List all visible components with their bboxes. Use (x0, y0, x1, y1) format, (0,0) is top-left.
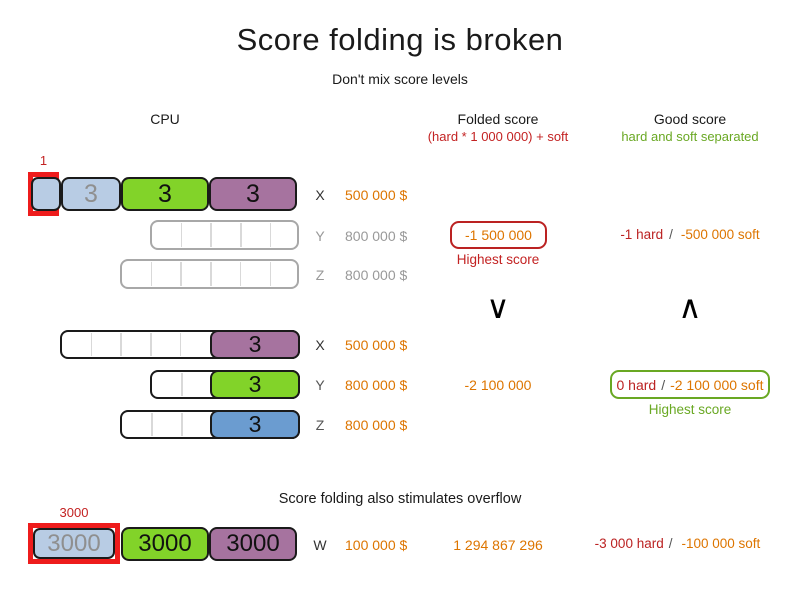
cell-divider (180, 223, 182, 247)
cell-divider (179, 333, 182, 356)
good-score-box-group2: 0 hard / -2 100 000 soft (610, 370, 770, 399)
highlight-annotation-1: 1 (39, 153, 48, 168)
column-header-good-score: Good score (653, 111, 727, 127)
cell-divider (181, 413, 183, 436)
cpu1-z-cost: 800 000 $ (345, 267, 408, 283)
cell-divider (240, 223, 242, 247)
good-score-soft-value: -500 000 soft (680, 227, 760, 242)
folded-highest-score-note: Highest score (456, 252, 540, 267)
folded-score-box-group1: -1 500 000 (450, 221, 547, 249)
cell-divider (239, 262, 242, 286)
cpu1-x-highlighted-cell (31, 177, 61, 211)
cpu2-x-block-purple: 3 (210, 330, 300, 359)
page-title: Score folding is broken (236, 22, 564, 57)
cell-divider (90, 333, 92, 356)
cpu2-y-cost: 800 000 $ (345, 377, 408, 393)
cell-divider (150, 333, 152, 356)
cell-divider (120, 333, 122, 356)
red-highlight-frame-overflow: 3000 (28, 523, 120, 564)
cell-divider (210, 262, 212, 286)
cpu1-y-empty-bar (150, 220, 299, 250)
cell-divider (151, 413, 153, 436)
folded-score-formula: (hard * 1 000 000) + soft (427, 129, 569, 144)
cell-divider (210, 223, 212, 247)
cpu2-z-block-blue: 3 (210, 410, 300, 439)
cpu1-y-label: Y (315, 228, 325, 244)
cpu2-z-label: Z (315, 417, 325, 433)
cpu1-x-label: X (315, 187, 325, 203)
better-than-icon: ∧ (678, 289, 702, 325)
good-score-hard-value: -3 000 hard (594, 536, 664, 551)
cpu1-x-cost: 500 000 $ (345, 187, 408, 203)
column-header-folded-score: Folded score (457, 111, 539, 127)
cpu2-y-label: Y (315, 377, 325, 393)
folded-score-overflow: 1 294 867 296 (453, 537, 543, 553)
cpu1-y-cost: 800 000 $ (345, 228, 408, 244)
cpu-w-label: W (313, 537, 327, 553)
cell-divider (269, 223, 272, 247)
cell-divider (150, 262, 152, 286)
cpu-w-block-lightblue: 3000 (33, 528, 115, 559)
cpu2-x-label: X (315, 337, 325, 353)
good-score-separator: / (661, 376, 666, 393)
column-header-cpu: CPU (150, 111, 180, 127)
good-score-description: hard and soft separated (621, 129, 759, 144)
cpu1-x-block-purple: 3 (209, 177, 297, 211)
good-score-soft-value: -2 100 000 soft (670, 376, 764, 393)
cpu1-z-empty-bar (120, 259, 299, 289)
cpu-w-block-green: 3000 (121, 527, 209, 561)
good-score-hard-value: -1 hard (620, 227, 664, 242)
page-subtitle: Don't mix score levels (332, 71, 468, 87)
good-score-group1: -1 hard / -500 000 soft (590, 227, 790, 242)
cpu2-z-cost: 800 000 $ (345, 417, 408, 433)
cell-divider (180, 262, 182, 286)
cpu1-z-label: Z (315, 267, 325, 283)
cpu2-y-block-green: 3 (210, 370, 300, 399)
cpu1-x-block-green: 3 (121, 177, 209, 211)
cell-divider (269, 262, 272, 286)
good-score-overflow: -3 000 hard / -100 000 soft (575, 536, 780, 551)
folded-score-group2: -2 100 000 (464, 377, 532, 393)
cpu-w-block-purple: 3000 (209, 527, 297, 561)
good-score-separator: / (669, 227, 673, 242)
good-score-separator: / (668, 536, 673, 551)
cpu2-x-cost: 500 000 $ (345, 337, 408, 353)
worse-than-icon: ∨ (486, 289, 510, 325)
overflow-heading: Score folding also stimulates overflow (278, 491, 522, 507)
cell-divider (181, 373, 183, 396)
cpu-w-cost: 100 000 $ (345, 537, 408, 553)
good-score-soft-value: -100 000 soft (681, 536, 761, 551)
good-score-hard-value: 0 hard (616, 376, 657, 393)
good-highest-score-note: Highest score (648, 402, 732, 417)
cpu1-x-block-lightblue: 3 (61, 177, 121, 211)
highlight-annotation-3000: 3000 (59, 505, 89, 520)
